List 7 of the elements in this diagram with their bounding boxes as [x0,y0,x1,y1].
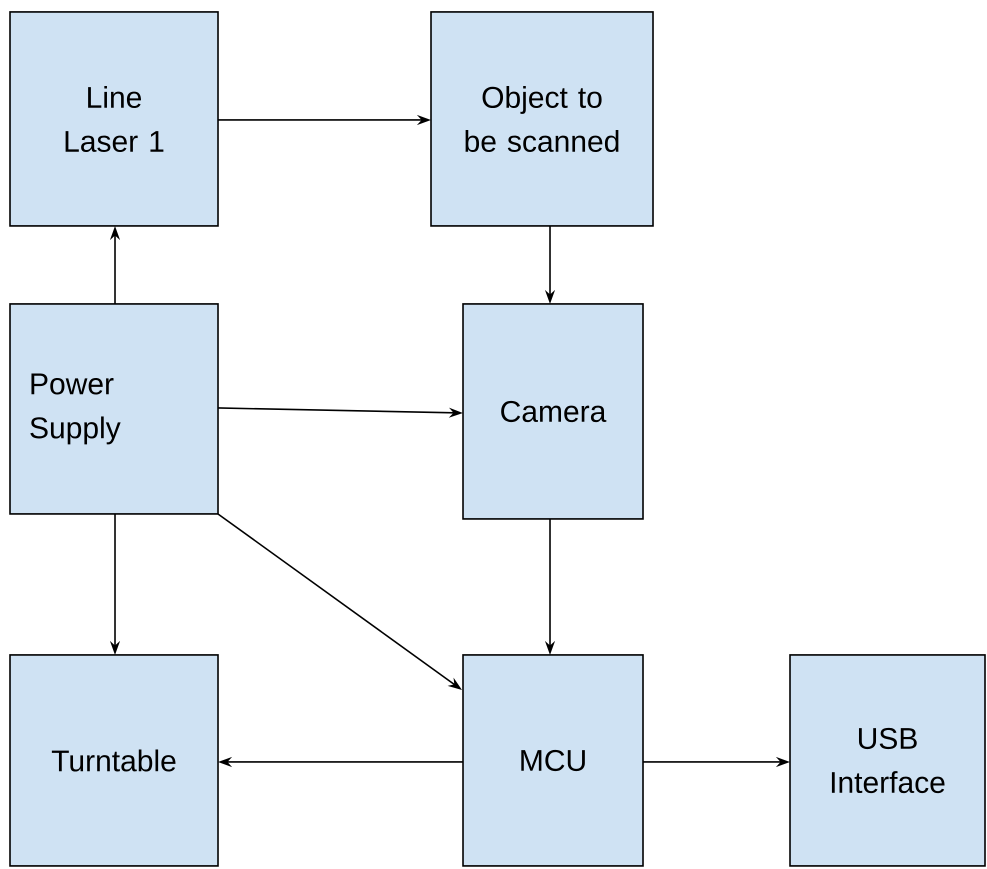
process-box: Turntable [9,654,219,867]
process-box: MCU [462,654,644,867]
process-box: Line Laser 1 [9,11,219,227]
process-box: USB Interface [789,654,986,867]
process-box: Power Supply [9,303,219,515]
process-box: Object to be scanned [430,11,654,227]
process-box: Camera [462,303,644,520]
